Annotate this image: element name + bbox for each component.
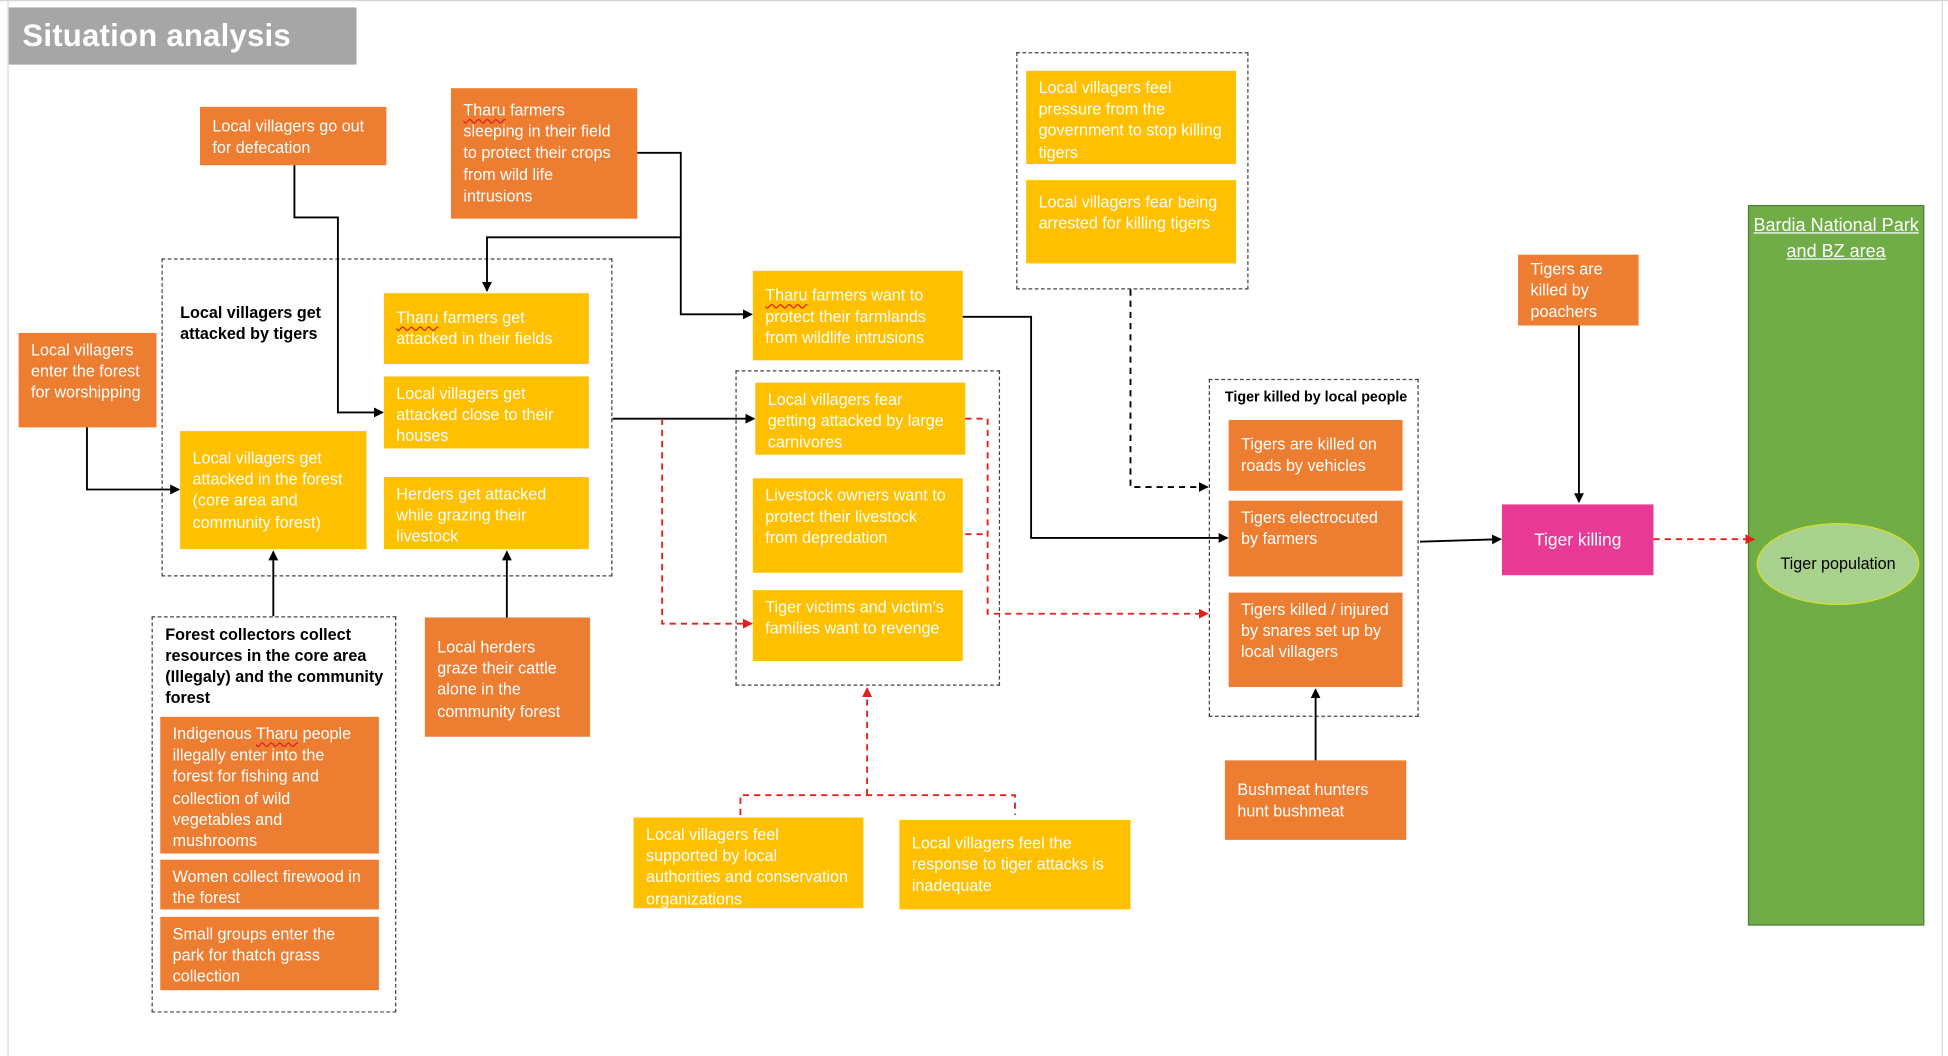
- box-attacked-fields: Tharu farmers get attacked in their fiel…: [383, 293, 589, 365]
- group-attacked: [161, 258, 613, 577]
- right-border: [1941, 0, 1943, 1056]
- left-border: [7, 0, 9, 1056]
- box-roads: Tigers are killed on roads by vehicles: [1228, 419, 1403, 491]
- park-area: Bardia National Park and BZ area Tiger p…: [1747, 204, 1925, 926]
- box-local-herders: Local herders graze their cattle alone i…: [424, 617, 591, 737]
- arrow-fears-to-killed: [1129, 289, 1209, 492]
- group-fears: [1016, 52, 1249, 290]
- box-worshipping: Local villagers enter the forest for wor…: [18, 332, 157, 428]
- arrow-killed-to-killing: [1419, 534, 1502, 545]
- box-inadequate: Local villagers feel the response to tig…: [899, 819, 1131, 910]
- box-tharu-sleeping: Tharu farmers sleeping in their field to…: [450, 88, 638, 219]
- title-bar: Situation analysis: [8, 7, 357, 65]
- box-poachers: Tigers are killed by poachers: [1518, 254, 1639, 326]
- box-supported: Local villagers feel supported by local …: [633, 817, 864, 909]
- tiger-population-ellipse: Tiger population: [1756, 523, 1920, 606]
- box-revenge: Tiger victims and victim’s families want…: [752, 590, 963, 661]
- park-title: Bardia National Park and BZ area: [1753, 216, 1919, 263]
- group-forest-collectors-label: Forest collectors collect resources in t…: [165, 624, 389, 708]
- arrow-sleeping-to-fields: [482, 151, 682, 292]
- box-defecation: Local villagers go out for defecation: [200, 106, 387, 166]
- box-bushmeat: Bushmeat hunters hunt bushmeat: [1224, 760, 1407, 840]
- arrow-fear-to-revenge: [661, 418, 753, 629]
- box-electrocuted: Tigers electrocuted by farmers: [1228, 500, 1403, 577]
- arrow-defecation-to-houses: [293, 165, 384, 418]
- arrow-feelings-bracket: [739, 794, 1016, 816]
- group-motivations: [735, 370, 1001, 686]
- arrow-farmlands-to-electrocuted: [962, 315, 1229, 543]
- box-tiger-killing: Tiger killing: [1501, 504, 1654, 576]
- box-firewood: Women collect firewood in the forest: [160, 859, 379, 910]
- box-herders-attacked: Herders get attacked while grazing their…: [383, 477, 589, 550]
- group-tiger-killed: [1208, 378, 1419, 717]
- arrow-bracket-to-killed: [965, 417, 1209, 619]
- box-thatch: Small groups enter the park for thatch g…: [160, 916, 379, 991]
- box-fishing: Indigenous Tharu people illegally enter …: [160, 716, 379, 854]
- page-title: Situation analysis: [22, 18, 291, 54]
- group-forest-collectors: [151, 616, 397, 1013]
- box-livestock-owners: Livestock owners want to protect their l…: [752, 478, 963, 573]
- arrow-worship-to-forest: [86, 427, 181, 495]
- box-pressure: Local villagers feel pressure from the g…: [1026, 70, 1237, 164]
- arrow-sleeping-to-farmlands: [679, 237, 753, 320]
- box-snares: Tigers killed / injured by snares set up…: [1228, 592, 1403, 688]
- box-fear-carnivores: Local villagers fear getting attacked by…: [755, 382, 966, 455]
- box-protect-farmlands: Tharu farmers want to protect their farm…: [752, 270, 963, 361]
- group-attacked-label: Local villagers get attacked by tigers: [180, 303, 322, 343]
- box-attacked-houses: Local villagers get attacked close to th…: [383, 376, 589, 449]
- box-fear-arrest: Local villagers fear being arrested for …: [1026, 180, 1237, 264]
- box-attacked-forest: Local villagers get attacked in the fore…: [180, 431, 367, 550]
- group-forest-collectors-text: Forest collectors collect resources in t…: [165, 624, 384, 707]
- group-tiger-killed-label: Tiger killed by local people: [1224, 390, 1408, 406]
